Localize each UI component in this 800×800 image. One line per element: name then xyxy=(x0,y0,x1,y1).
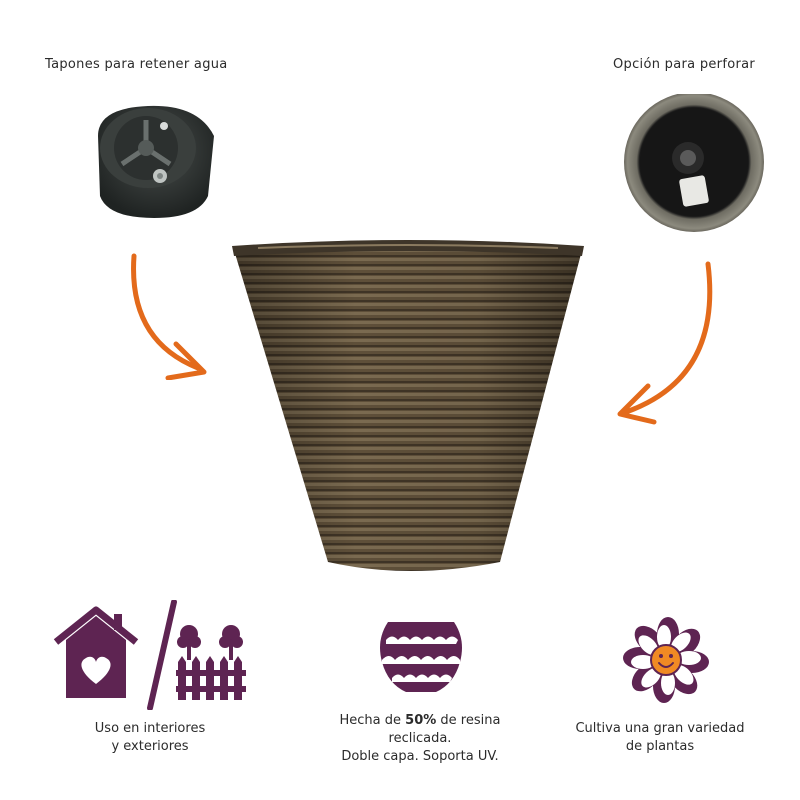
plants-line1: Cultiva una gran variedad xyxy=(575,721,745,736)
plants-line2: de plantas xyxy=(625,739,695,754)
material-line2: reclicada. xyxy=(388,731,452,746)
left-callout-label: Tapones para retener agua xyxy=(45,57,228,72)
house-heart-icon xyxy=(53,606,139,698)
indoor-outdoor-line1: Uso en interiores xyxy=(94,721,206,736)
ribbed-pot-photo xyxy=(228,240,588,580)
right-callout-label: Opción para perforar xyxy=(613,57,756,72)
pot-bottom-photo xyxy=(88,96,224,224)
garden-fence-icon xyxy=(176,625,246,700)
material-line1: Hecha de 50% de resina xyxy=(320,712,520,730)
material-percent: 50% xyxy=(405,713,437,728)
left-curved-arrow-icon xyxy=(120,250,220,380)
material-line1-a: Hecha de xyxy=(339,713,406,728)
material-text: Hecha de 50% de resina reclicada. Doble … xyxy=(320,712,520,766)
indoor-outdoor-text: Uso en interiores y exteriores xyxy=(60,720,240,756)
pot-interior-photo xyxy=(622,94,768,236)
indoor-outdoor-icons xyxy=(52,600,252,710)
material-line1-c: de resina xyxy=(436,713,501,728)
plants-text: Cultiva una gran variedad de plantas xyxy=(560,720,760,756)
patterned-pot-icon xyxy=(378,620,464,694)
smiling-flower-icon xyxy=(620,614,712,706)
material-line3: Doble capa. Soporta UV. xyxy=(341,749,499,764)
indoor-outdoor-line2: y exteriores xyxy=(111,739,189,754)
right-curved-arrow-icon xyxy=(604,258,724,428)
